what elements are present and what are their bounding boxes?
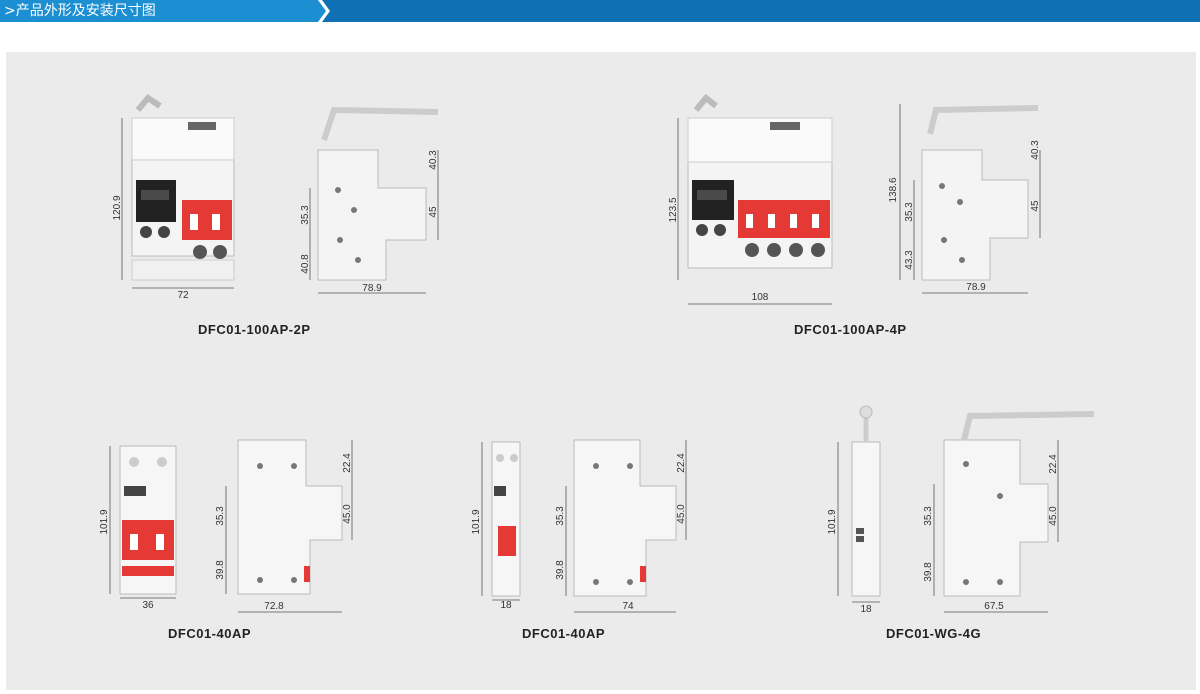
- dim-top: 40.3: [1030, 140, 1041, 160]
- model-label: DFC01-100AP-4P: [794, 322, 907, 337]
- model-label: DFC01-40AP: [522, 626, 606, 641]
- dim-right: 45.0: [342, 504, 353, 524]
- dim-mid: 35.3: [923, 506, 934, 526]
- product-dfc01-100ap-4p: 123.5 108 138.6 40.3 45 35.3 43.3 78.9 D…: [660, 90, 1080, 350]
- dim-right: 45: [1030, 200, 1041, 212]
- model-label: DFC01-100AP-2P: [198, 322, 311, 337]
- dim-height: 120.9: [112, 195, 123, 220]
- side-view: [943, 411, 1095, 597]
- dim-right: 45: [428, 206, 439, 218]
- dim-width: 18: [860, 604, 872, 615]
- front-view: [131, 94, 235, 281]
- dim-bottom: 39.8: [555, 560, 566, 580]
- section-title: >产品外形及安装尺寸图: [4, 3, 156, 19]
- dim-mid: 35.3: [300, 205, 311, 225]
- side-view: [237, 439, 343, 595]
- dim-width: 36: [142, 600, 154, 611]
- dim-mid: 35.3: [904, 202, 915, 222]
- model-label: DFC01-40AP: [168, 626, 252, 641]
- dim-height: 101.9: [471, 509, 482, 534]
- dim-depth: 74: [622, 601, 634, 612]
- dim-depth: 67.5: [984, 601, 1004, 612]
- dim-bottom: 40.8: [300, 254, 311, 274]
- dim-height: 101.9: [99, 509, 110, 534]
- header-banner-shape: [0, 0, 1200, 22]
- dim-top: 22.4: [1048, 454, 1059, 474]
- product-dfc01-40ap-36: 101.9 36 22.4 45.0 35.3 39.8 72.8 DFC01-…: [96, 430, 376, 650]
- dim-depth: 78.9: [966, 282, 986, 293]
- front-view: [687, 93, 833, 269]
- dim-side-height: 138.6: [888, 177, 899, 202]
- dim-height: 101.9: [827, 509, 838, 534]
- side-view: [921, 105, 1039, 281]
- dim-width: 108: [752, 292, 769, 303]
- dim-top: 40.3: [428, 150, 439, 170]
- dim-mid: 35.3: [215, 506, 226, 526]
- dim-bottom: 43.3: [904, 250, 915, 270]
- product-dfc01-wg-4g: 101.9 18 22.4 45.0 35.3 39.8 67.5 DFC01-…: [824, 404, 1124, 654]
- side-view: [573, 439, 677, 597]
- dim-width: 72: [177, 290, 189, 301]
- dim-depth: 78.9: [362, 283, 382, 294]
- dim-width: 18: [500, 600, 512, 611]
- side-view: [317, 106, 439, 281]
- dim-right: 45.0: [676, 504, 687, 524]
- front-view: [851, 405, 881, 597]
- dim-bottom: 39.8: [215, 560, 226, 580]
- dim-right: 45.0: [1048, 506, 1059, 526]
- dim-top: 22.4: [676, 453, 687, 473]
- dim-top: 22.4: [342, 453, 353, 473]
- dim-depth: 72.8: [264, 601, 284, 612]
- front-view: [119, 445, 177, 595]
- product-dfc01-40ap-18: 101.9 18 22.4 45.0 35.3 39.8 74 DFC01-40…: [470, 430, 750, 650]
- model-label: DFC01-WG-4G: [886, 626, 982, 641]
- front-view: [491, 441, 521, 597]
- dim-height: 123.5: [668, 197, 679, 222]
- dim-bottom: 39.8: [923, 562, 934, 582]
- section-header: >产品外形及安装尺寸图: [0, 0, 1200, 22]
- dim-mid: 35.3: [555, 506, 566, 526]
- product-dfc01-100ap-2p: 120.9 72 40.3 45 35.3 40.8 78.9 DFC01-10…: [108, 90, 468, 350]
